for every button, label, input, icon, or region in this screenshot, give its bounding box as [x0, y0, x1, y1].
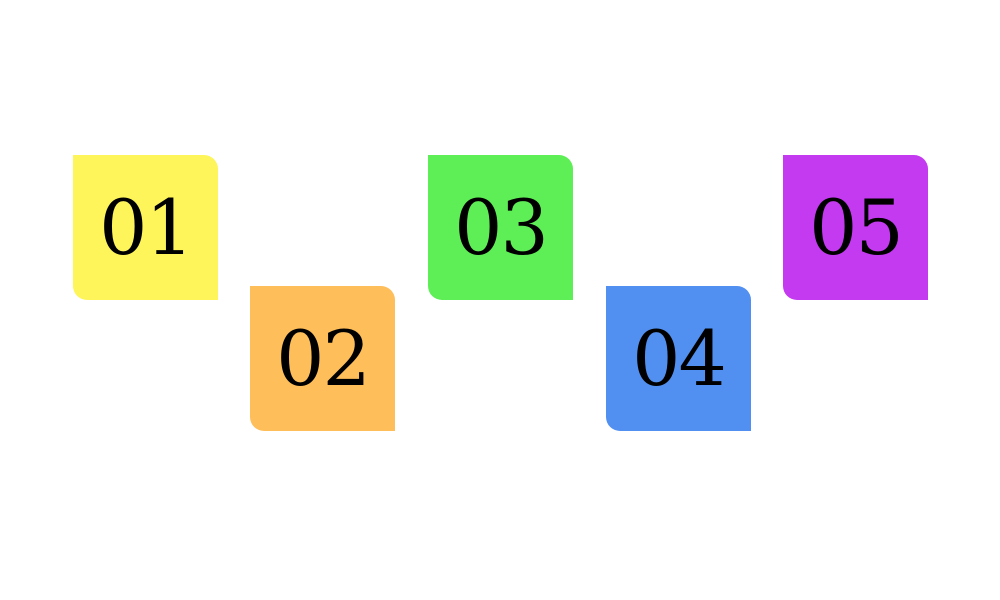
step-number: 03 [454, 182, 549, 272]
step-number: 02 [276, 313, 371, 403]
step-number: 05 [809, 182, 904, 272]
step-tile-02: 02 [250, 286, 395, 431]
step-tile-05: 05 [783, 155, 928, 300]
step-tile-01: 01 [73, 155, 218, 300]
step-tile-04: 04 [606, 286, 751, 431]
step-number: 04 [632, 313, 727, 403]
step-tile-03: 03 [428, 155, 573, 300]
step-number: 01 [99, 182, 194, 272]
